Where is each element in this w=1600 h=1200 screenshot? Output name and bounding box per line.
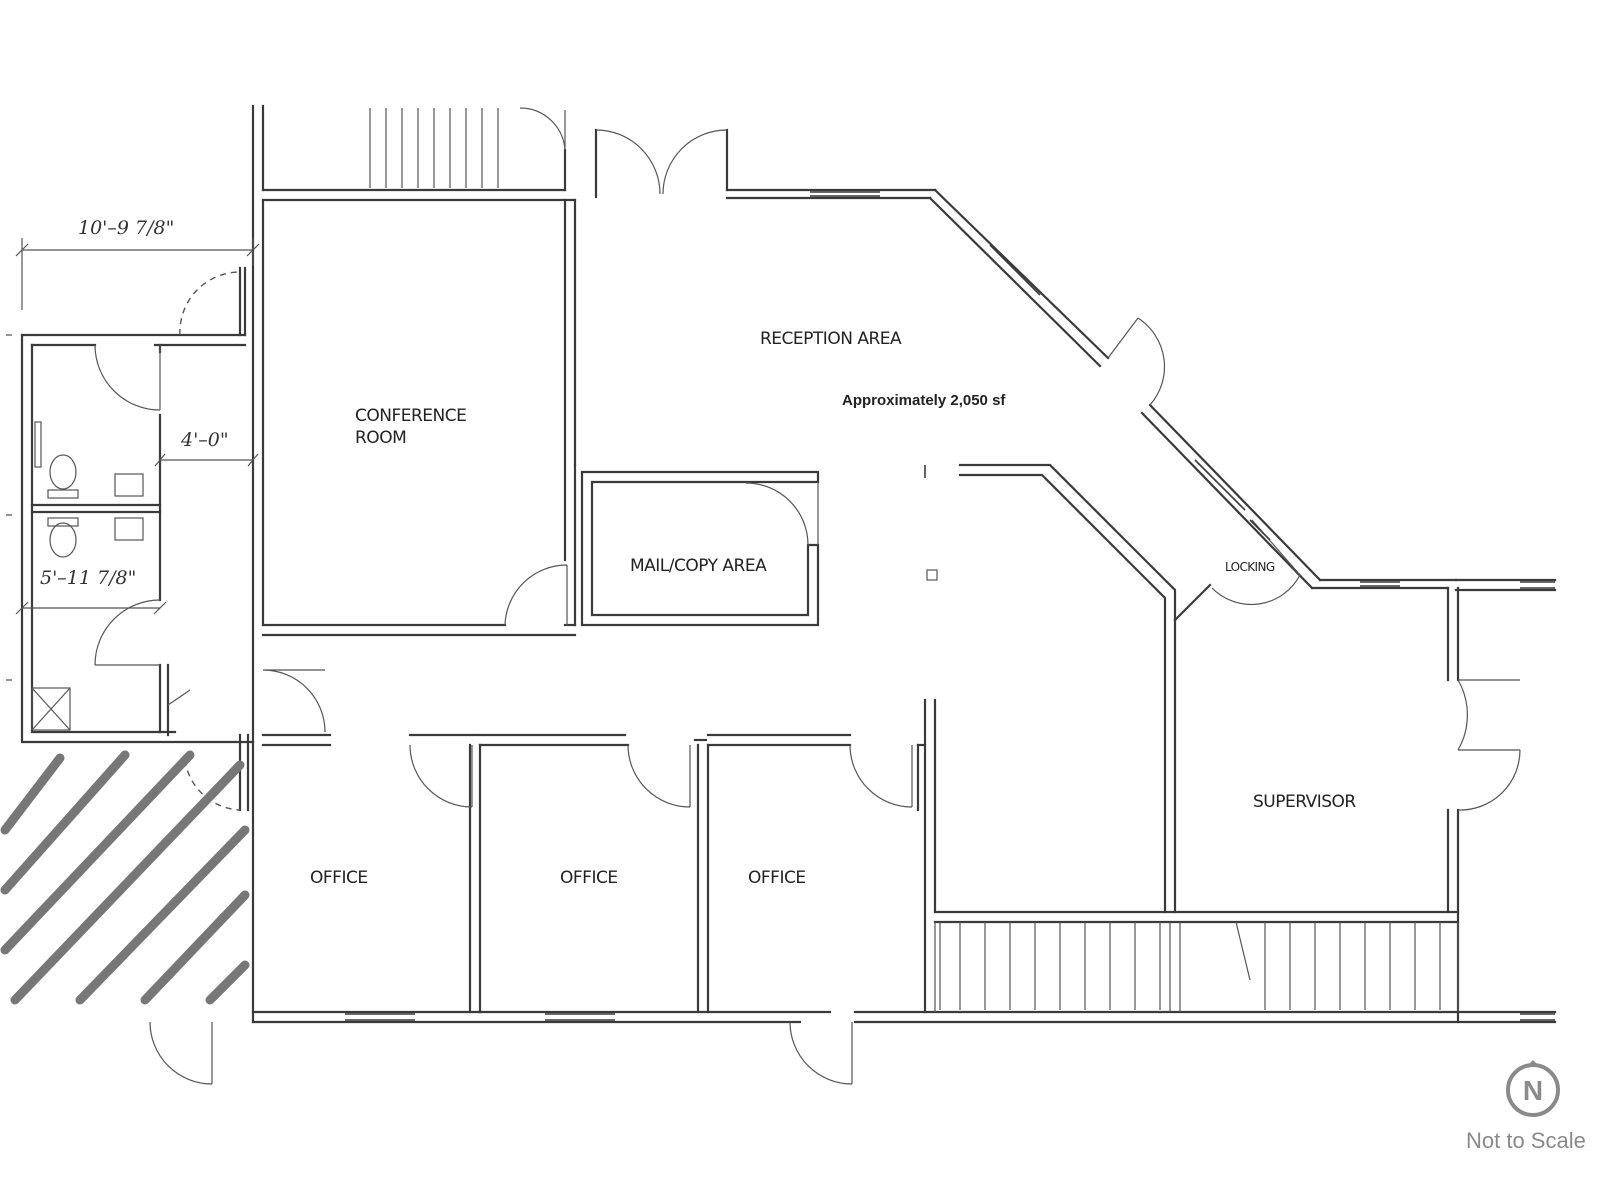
dimension-corridor: 4'–0"	[180, 429, 229, 451]
label-conference-line2: ROOM	[355, 428, 406, 448]
scale-note: Not to Scale	[1466, 1128, 1586, 1153]
label-supervisor: SUPERVISOR	[1253, 792, 1356, 812]
stairs-top	[369, 108, 499, 188]
label-mail-copy-area: MAIL/COPY AREA	[630, 556, 767, 576]
dimension-lines	[6, 238, 260, 681]
dimension-restroom: 5'–11 7/8"	[40, 567, 136, 589]
windows	[345, 191, 1555, 1021]
stairs-bottom	[934, 922, 1459, 1012]
label-area-note: Approximately 2,050 sf	[842, 392, 1006, 409]
hatched-area	[0, 750, 250, 1005]
label-office-2: OFFICE	[560, 868, 618, 888]
labels: 10'–9 7/8" 4'–0" 5'–11 7/8" RECEPTION AR…	[40, 217, 1357, 888]
label-reception-area: RECEPTION AREA	[760, 329, 902, 349]
label-locking: LOCKING	[1225, 560, 1275, 574]
walls	[20, 104, 1557, 1024]
north-letter: N	[1523, 1075, 1543, 1106]
restroom-fixtures	[31, 421, 938, 731]
label-office-3: OFFICE	[748, 868, 806, 888]
north-arrow-icon: N	[1506, 1060, 1560, 1117]
label-conference-line1: CONFERENCE	[355, 406, 466, 426]
label-office-1: OFFICE	[310, 868, 368, 888]
doors	[94, 107, 1521, 1085]
dimension-top-width: 10'–9 7/8"	[78, 217, 174, 239]
